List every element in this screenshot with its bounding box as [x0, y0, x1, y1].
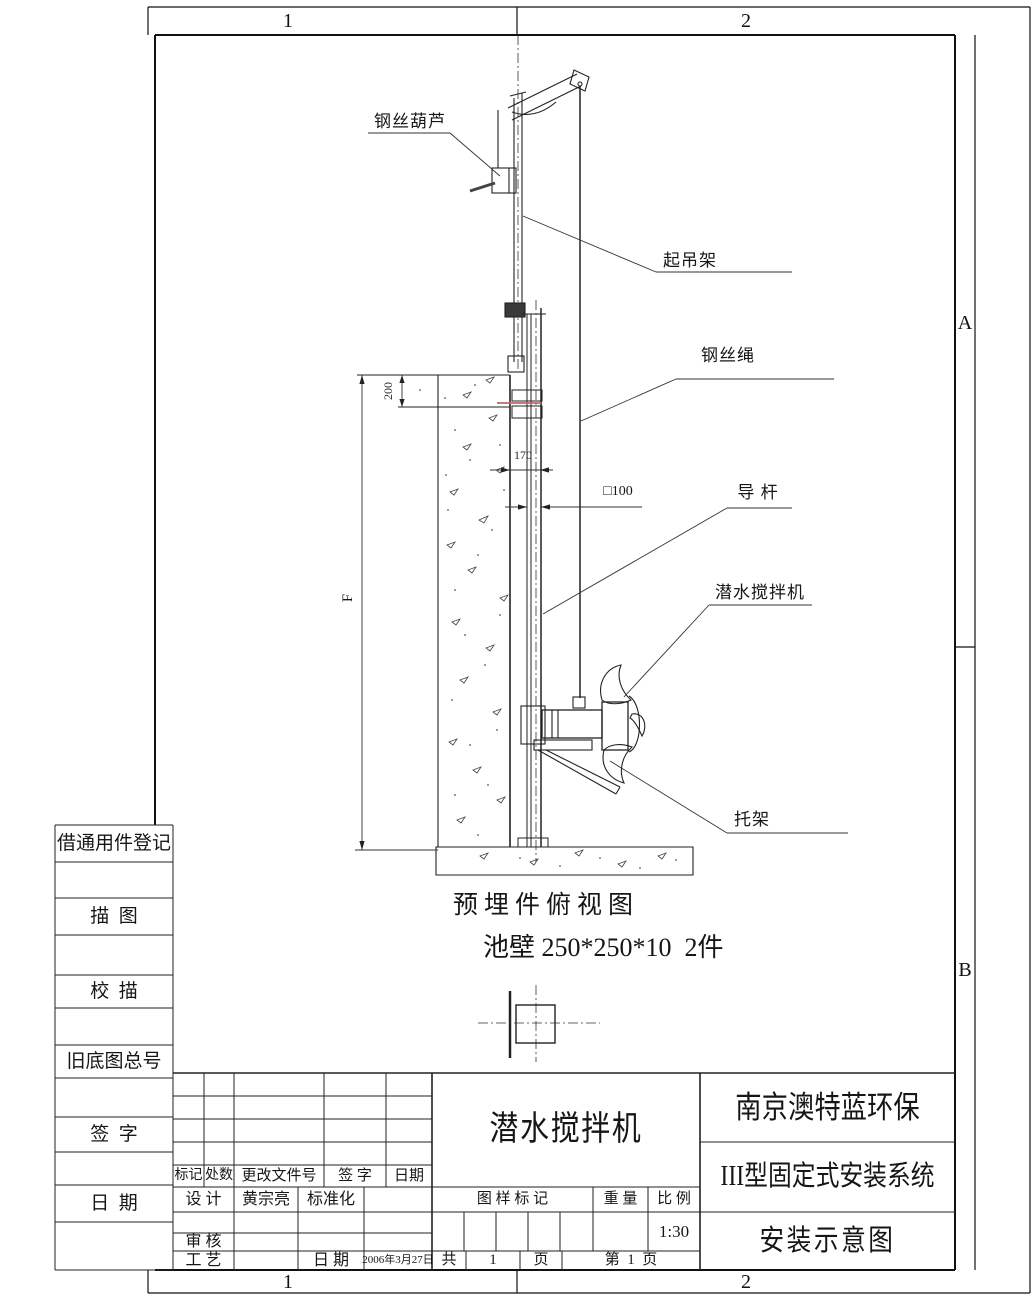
- doc-title: 安装示意图: [759, 1224, 896, 1257]
- sidebar-grid: [54, 824, 174, 1271]
- page-current: 第 1 页: [604, 1252, 658, 1268]
- guide-rail: [517, 300, 549, 862]
- date-value: 2006年3月27日: [362, 1254, 434, 1266]
- embedded-plates: [497, 389, 543, 419]
- dimension-lines: [355, 375, 642, 851]
- company-name: 南京澳特蓝环保: [735, 1090, 920, 1125]
- pages-total-prefix: 共: [441, 1252, 457, 1268]
- process-label: 工 艺: [185, 1251, 222, 1269]
- standardization-label: 标准化: [306, 1190, 355, 1208]
- design-label: 设 计: [185, 1190, 222, 1208]
- sidebar-item-borrowed-parts: 借通用件登记: [56, 833, 171, 854]
- weight-label: 重 量: [603, 1191, 638, 1207]
- zone-right-b: B: [958, 959, 972, 981]
- date-label: 日 期: [312, 1251, 349, 1269]
- dim-guide-square: □100: [603, 484, 633, 499]
- dim-slab-thickness: 200: [381, 382, 395, 400]
- rev-header-date: 日期: [393, 1167, 424, 1184]
- scale-label: 比 例: [657, 1191, 691, 1207]
- rev-header-doc-no: 更改文件号: [241, 1167, 317, 1184]
- bracket-label: 托架: [734, 809, 770, 829]
- pages-total-suffix: 页: [533, 1252, 549, 1268]
- rev-header-mark: 标记: [174, 1168, 203, 1183]
- leader-lines: [368, 132, 848, 834]
- zone-top-1: 1: [283, 10, 293, 32]
- designer-name: 黄宗亮: [241, 1190, 290, 1208]
- pages-total-num: 1: [489, 1252, 497, 1268]
- davit-crane: [469, 35, 590, 698]
- sidebar-item-traced-by: 描 图: [90, 906, 138, 927]
- sidebar-item-date: 日 期: [90, 1193, 138, 1214]
- hoist-label: 钢丝葫芦: [374, 111, 446, 131]
- concrete-hatching: [419, 376, 677, 869]
- zone-right-a: A: [957, 312, 973, 334]
- rev-header-count: 处数: [205, 1168, 233, 1183]
- scale-value: 1:30: [658, 1222, 690, 1241]
- sidebar-item-trace-check: 校 描: [90, 981, 138, 1002]
- title-block-grid: [173, 1072, 955, 1270]
- mark-label: 图 样 标 记: [476, 1191, 549, 1207]
- mixer-label: 潜水搅拌机: [715, 582, 805, 602]
- zone-bottom-1: 1: [283, 1271, 293, 1293]
- lifting-frame-label: 起吊架: [663, 250, 717, 270]
- zone-bottom-2: 2: [741, 1271, 751, 1293]
- pool-wall: [357, 374, 694, 876]
- check-label: 审 核: [185, 1233, 222, 1250]
- dim-wall-offset: 170: [514, 448, 532, 462]
- sidebar-item-old-drawing-no: 旧底图总号: [66, 1051, 162, 1072]
- wire-rope-label: 钢丝绳: [701, 345, 755, 365]
- system-type: III型固定式安装系统: [720, 1161, 935, 1192]
- sidebar-item-signature: 签 字: [90, 1124, 138, 1145]
- wall-plate-spec: 池壁 250*250*10 2件: [483, 933, 724, 962]
- zone-top-2: 2: [741, 10, 751, 32]
- rev-header-signature: 签 字: [338, 1167, 372, 1184]
- embed-plate-detail-view: [478, 985, 600, 1062]
- dim-pool-depth: F: [339, 593, 356, 603]
- submersible-mixer: [520, 664, 646, 795]
- guide-rod-label: 导 杆: [737, 482, 779, 502]
- embed-view-title: 预埋件俯视图: [452, 891, 639, 919]
- product-name: 潜水搅拌机: [489, 1111, 643, 1148]
